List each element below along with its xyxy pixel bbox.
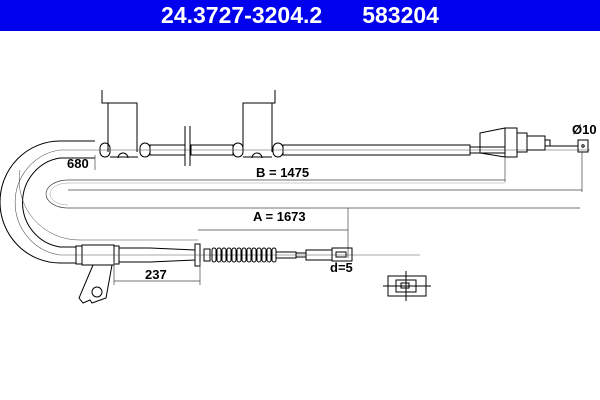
dim-680-label: 680	[67, 156, 89, 171]
end-nipple	[577, 139, 589, 153]
dim-diameter-label: Ø10	[572, 122, 597, 137]
dim-a-label: A = 1673	[253, 209, 306, 224]
part-number: 24.3727-3204.2	[161, 2, 323, 28]
dim-b-label: B = 1475	[256, 165, 309, 180]
title-bar: 24.3727-3204.2 583204	[0, 0, 600, 31]
section-symbol	[383, 271, 431, 301]
mounting-bracket-2	[242, 90, 276, 159]
rubber-boot	[203, 247, 353, 263]
dim-237-label: 237	[145, 267, 167, 282]
mounting-bracket-1	[101, 90, 138, 159]
ref-number: 583204	[362, 2, 439, 28]
end-fitting	[331, 247, 353, 262]
dim-d-label: d=5	[330, 260, 353, 275]
